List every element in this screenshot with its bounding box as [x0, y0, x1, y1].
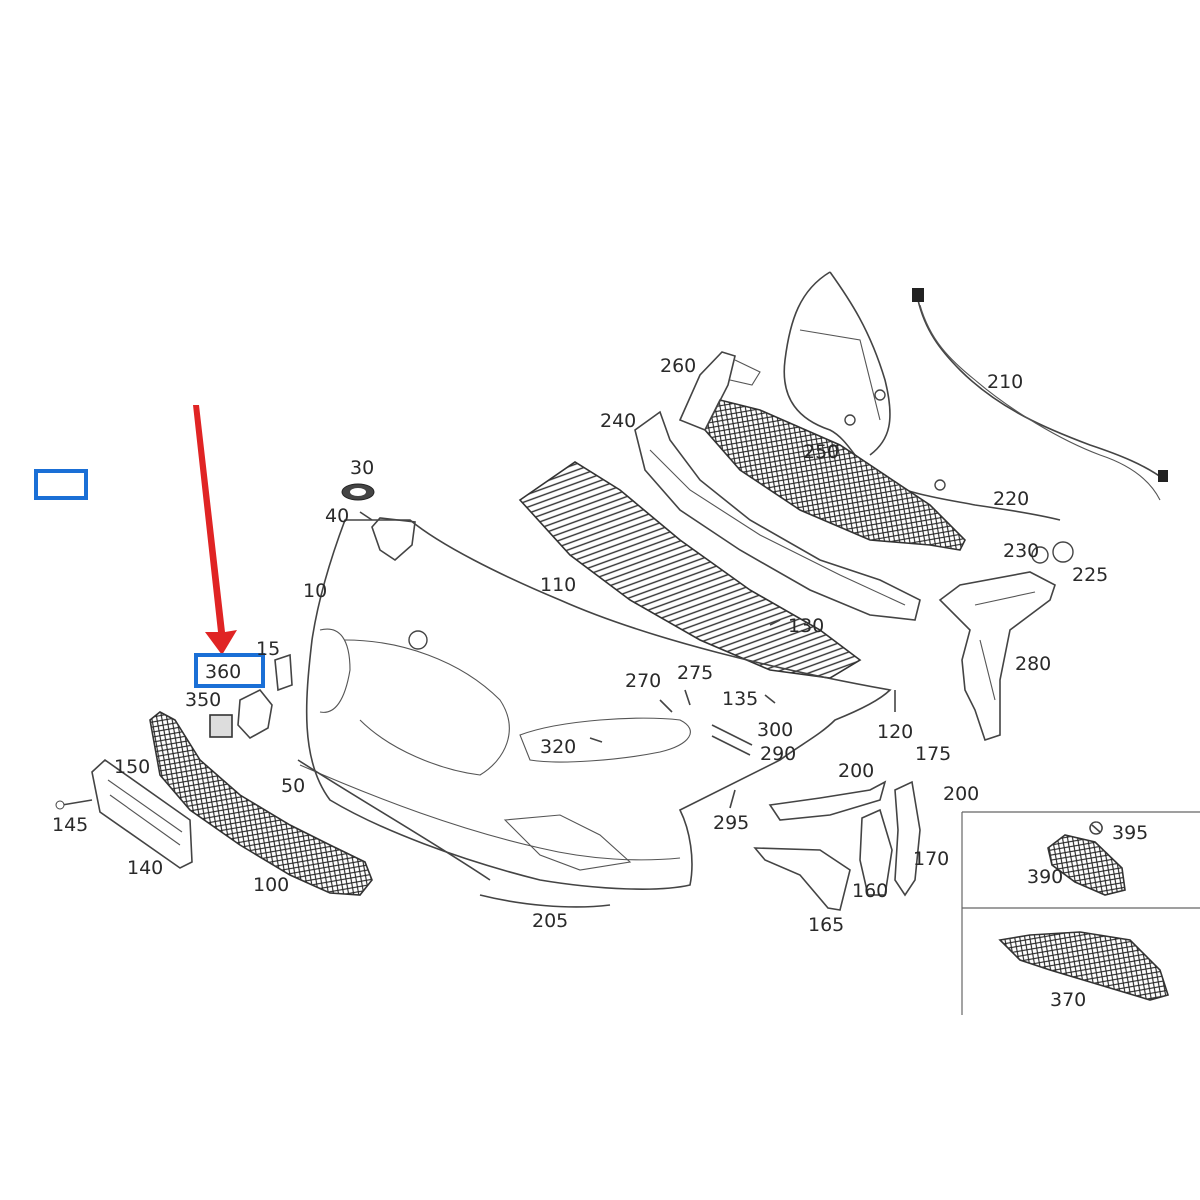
label-145: 145 — [52, 814, 88, 836]
label-100: 100 — [253, 874, 289, 896]
label-40: 40 — [325, 505, 349, 527]
label-360: 360 — [205, 661, 241, 683]
label-280: 280 — [1015, 653, 1051, 675]
label-200-top: 200 — [838, 760, 874, 782]
label-165: 165 — [808, 914, 844, 936]
side-trim-group — [753, 780, 921, 911]
red-arrow — [193, 405, 237, 655]
screw-145 — [55, 799, 93, 810]
highlight-box-empty — [34, 469, 88, 500]
callout-labels: 10 15 30 40 50 100 110 120 130 135 140 1… — [52, 355, 1148, 1011]
sensor-bracket-350 — [209, 653, 293, 740]
side-bracket-280 — [938, 571, 1056, 742]
label-395: 395 — [1112, 822, 1148, 844]
bracket-260 — [678, 351, 761, 432]
label-300: 300 — [757, 719, 793, 741]
bumper-cover-10 — [299, 517, 892, 890]
label-10: 10 — [303, 580, 327, 602]
trim-strip-50 — [297, 759, 491, 881]
label-160: 160 — [852, 880, 888, 902]
air-guide-110 — [518, 461, 862, 679]
label-170: 170 — [913, 848, 949, 870]
trim-strip-205 — [479, 894, 611, 908]
label-270: 270 — [625, 670, 661, 692]
label-260: 260 — [660, 355, 696, 377]
label-210: 210 — [987, 371, 1023, 393]
label-30: 30 — [350, 457, 374, 479]
label-130: 130 — [788, 615, 824, 637]
label-175: 175 — [915, 743, 951, 765]
label-350: 350 — [185, 689, 221, 711]
label-225: 225 — [1072, 564, 1108, 586]
label-275: 275 — [677, 662, 713, 684]
label-120: 120 — [877, 721, 913, 743]
label-110: 110 — [540, 574, 576, 596]
label-290: 290 — [760, 743, 796, 765]
label-220: 220 — [993, 488, 1029, 510]
label-370: 370 — [1050, 989, 1086, 1011]
inset-panel — [961, 811, 1200, 1015]
label-240: 240 — [600, 410, 636, 432]
highlight-box-360 — [194, 653, 265, 688]
label-320: 320 — [540, 736, 576, 758]
label-15: 15 — [256, 638, 280, 660]
label-140: 140 — [127, 857, 163, 879]
upper-grille-250 — [704, 399, 966, 551]
license-plate-holder-140 — [91, 758, 193, 869]
cross-member-240 — [634, 410, 921, 621]
label-230: 230 — [1003, 540, 1039, 562]
label-205: 205 — [532, 910, 568, 932]
label-250: 250 — [803, 441, 839, 463]
label-295: 295 — [713, 812, 749, 834]
clips — [359, 511, 1074, 809]
emblem-30 — [341, 483, 375, 501]
label-200-right: 200 — [943, 783, 979, 805]
lower-grille-100 — [149, 711, 373, 896]
label-50: 50 — [281, 775, 305, 797]
label-150: 150 — [114, 756, 150, 778]
label-135: 135 — [722, 688, 758, 710]
wiring-harness — [783, 271, 1168, 521]
label-390: 390 — [1027, 866, 1063, 888]
